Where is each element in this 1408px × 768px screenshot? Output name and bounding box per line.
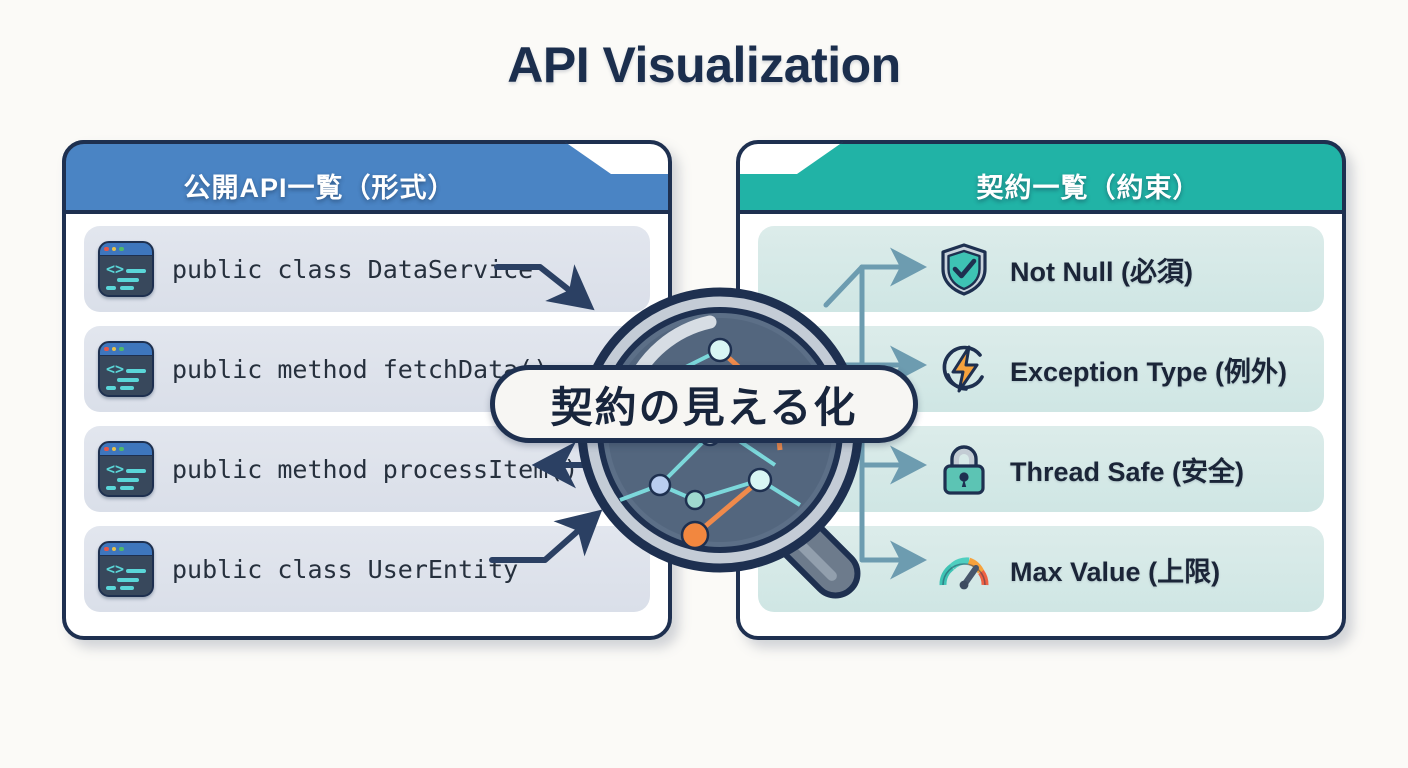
list-item[interactable]: Max Value (上限) xyxy=(758,526,1324,612)
wire-dataservice-to-lens xyxy=(494,264,595,311)
wire-lens-to-trunk xyxy=(823,264,865,308)
api-signature-label: public class DataService xyxy=(172,254,534,284)
contract-label: Max Value (上限) xyxy=(1010,556,1221,587)
lock-icon xyxy=(936,441,992,497)
contract-label: Not Null (必須) xyxy=(1010,256,1193,287)
api-signature-label: public method fetchData() xyxy=(172,354,549,384)
lightning-bolt-icon xyxy=(936,341,992,397)
code-window-icon: <> xyxy=(98,541,154,597)
public-api-panel-header: 公開API一覧（形式） xyxy=(62,140,672,214)
gauge-icon xyxy=(936,541,992,597)
code-window-icon: <> xyxy=(98,441,154,497)
contract-label: Thread Safe (安全) xyxy=(1010,456,1245,487)
contract-panel-header-label: 契約一覧（約束） xyxy=(976,172,1201,203)
list-item[interactable]: Exception Type (例外) xyxy=(758,326,1324,412)
api-signature-label: public class UserEntity xyxy=(172,554,519,584)
page-title: API Visualization xyxy=(507,37,901,93)
contract-panel-header: 契約一覧（約束） xyxy=(736,140,1346,214)
contract-list: Not Null (必須) Exception Type (例外) xyxy=(758,226,1324,612)
api-signature-label: public method processItem() xyxy=(172,454,579,484)
center-badge: 契約の見える化 xyxy=(490,365,918,443)
code-window-icon: <> xyxy=(98,241,154,297)
contract-label: Exception Type (例外) xyxy=(1010,356,1288,387)
center-badge-label: 契約の見える化 xyxy=(550,383,858,431)
wire-userentity-to-lens xyxy=(489,509,603,563)
list-item[interactable]: Not Null (必須) xyxy=(758,226,1324,312)
shield-check-icon xyxy=(936,241,992,297)
public-api-panel-header-label: 公開API一覧（形式） xyxy=(183,172,456,203)
code-window-icon: <> xyxy=(98,341,154,397)
